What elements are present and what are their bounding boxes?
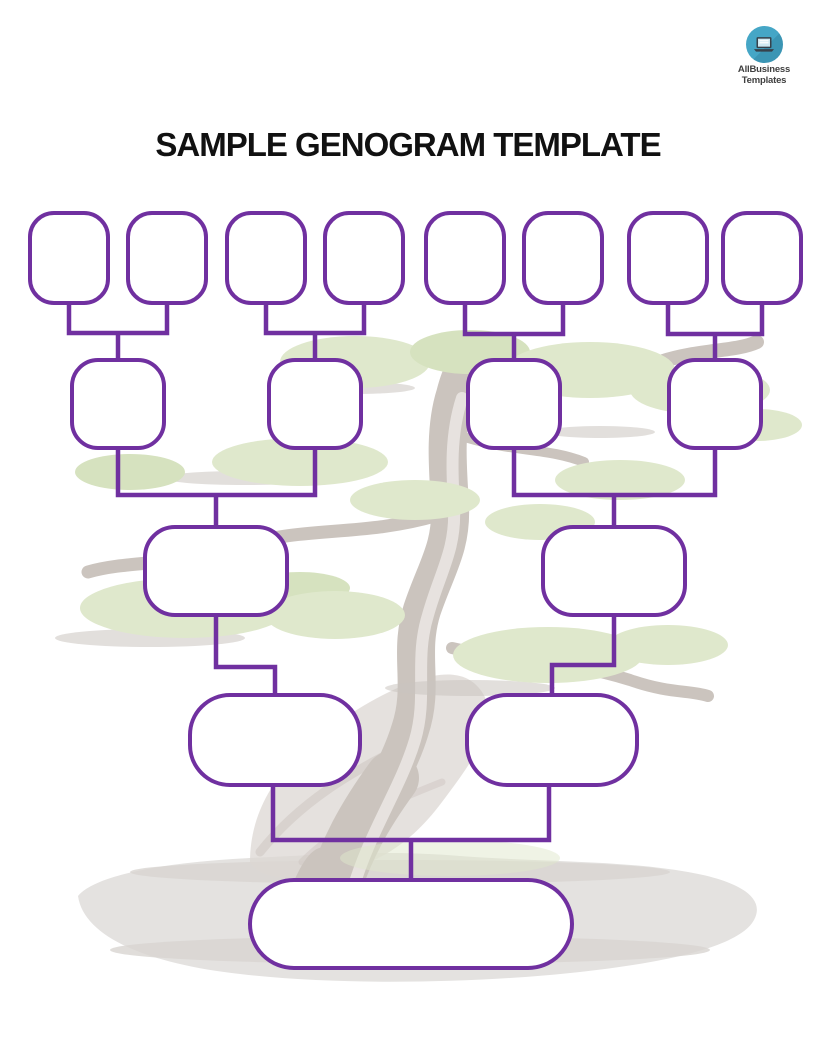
genogram-connector-pair-4	[665, 301, 765, 337]
genogram-node-gen2-1[interactable]	[70, 358, 166, 450]
genogram-connector-pair-2	[263, 301, 367, 336]
genogram-node-gen4-1[interactable]	[188, 693, 362, 787]
page-title: SAMPLE GENOGRAM TEMPLATE	[155, 126, 661, 163]
genogram-node-gen2-3[interactable]	[466, 358, 562, 450]
genogram-connector-step-right	[549, 613, 617, 697]
genogram-node-gen1-7[interactable]	[627, 211, 709, 305]
genogram-node-gen1-5[interactable]	[424, 211, 506, 305]
genogram-node-gen1-3[interactable]	[225, 211, 307, 305]
genogram-connector-step-left	[213, 613, 278, 697]
genogram-node-gen2-4[interactable]	[667, 358, 763, 450]
genogram-node-gen3-1[interactable]	[143, 525, 289, 617]
genogram-node-gen1-1[interactable]	[28, 211, 110, 305]
logo-brand-line2: Templates	[741, 74, 787, 86]
genogram-connector-pair-7	[270, 783, 552, 843]
genogram-connector-pair-6	[511, 446, 718, 498]
logo-laptop-icon	[745, 26, 783, 63]
genogram-node-gen1-8[interactable]	[721, 211, 803, 305]
genogram-node-gen5-1[interactable]	[248, 878, 574, 970]
genogram-node-gen4-2[interactable]	[465, 693, 639, 787]
allbusiness-templates-logo[interactable]: AllBusiness Templates	[734, 26, 794, 86]
genogram-node-gen1-2[interactable]	[126, 211, 208, 305]
genogram-node-gen3-2[interactable]	[541, 525, 687, 617]
genogram-node-gen1-4[interactable]	[323, 211, 405, 305]
genogram-connector-pair-5	[115, 446, 318, 498]
genogram-node-gen2-2[interactable]	[267, 358, 363, 450]
genogram-connector-pair-3	[462, 301, 566, 337]
genogram-connector-pair-1	[66, 301, 170, 336]
genogram-node-gen1-6[interactable]	[522, 211, 604, 305]
logo-brand-line1: AllBusiness	[737, 64, 791, 75]
